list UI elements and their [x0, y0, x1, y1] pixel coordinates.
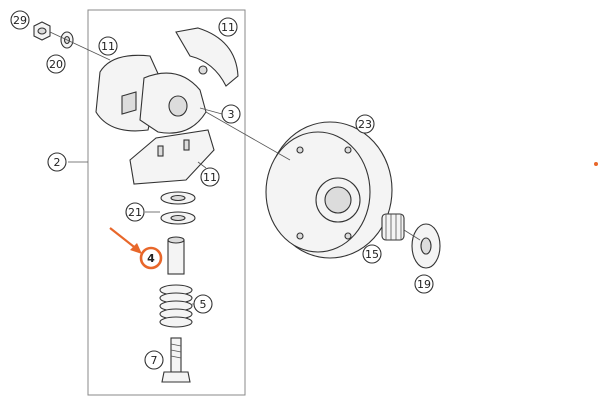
svg-text:11: 11: [101, 40, 115, 53]
callout-11c[interactable]: 11: [200, 167, 220, 187]
highlight-arrow: [109, 227, 142, 254]
svg-text:29: 29: [13, 14, 27, 27]
callout-5[interactable]: 5: [193, 294, 213, 314]
svg-text:2: 2: [54, 156, 61, 169]
clutch-shoe-right: [175, 27, 239, 87]
nut-29: [33, 21, 51, 41]
svg-text:15: 15: [365, 248, 379, 261]
callout-4-highlighted[interactable]: 4: [139, 246, 163, 270]
axis-line-right: [403, 229, 421, 241]
svg-text:11: 11: [221, 21, 235, 34]
washer-21-bottom: [160, 211, 196, 225]
callout-11b[interactable]: 11: [218, 17, 238, 37]
svg-text:5: 5: [200, 298, 207, 311]
orange-marker-dot: [594, 162, 598, 166]
spring-5: [159, 284, 193, 328]
bolt-7: [161, 337, 191, 383]
svg-text:11: 11: [203, 171, 217, 184]
assembly-frame: [87, 9, 246, 396]
svg-text:21: 21: [128, 206, 142, 219]
axis-line-top: [49, 31, 111, 61]
callout-23[interactable]: 23: [355, 114, 375, 134]
callout-21[interactable]: 21: [125, 202, 145, 222]
sprocket: [315, 177, 361, 223]
axis-line-mid: [205, 111, 291, 161]
svg-text:19: 19: [417, 278, 431, 291]
callout-2[interactable]: 2: [47, 152, 67, 172]
callout-20[interactable]: 20: [46, 54, 66, 74]
callout-19[interactable]: 19: [414, 274, 434, 294]
clutch-carrier-3: [139, 72, 207, 134]
callout-15[interactable]: 15: [362, 244, 382, 264]
leader-11c: [197, 161, 207, 169]
callout-11a[interactable]: 11: [98, 36, 118, 56]
clutch-shoe-lower: [129, 129, 215, 185]
callout-29[interactable]: 29: [10, 10, 30, 30]
bushing-4: [167, 236, 185, 275]
leader-3: [199, 107, 223, 115]
svg-text:23: 23: [358, 118, 372, 131]
svg-text:4: 4: [147, 252, 155, 265]
washer-21-top: [160, 191, 196, 205]
needle-bearing-15: [381, 213, 405, 241]
svg-text:3: 3: [228, 108, 235, 121]
svg-text:7: 7: [151, 354, 158, 367]
washer-19: [411, 223, 441, 269]
callout-7[interactable]: 7: [144, 350, 164, 370]
callout-3[interactable]: 3: [221, 104, 241, 124]
svg-text:20: 20: [49, 58, 63, 71]
